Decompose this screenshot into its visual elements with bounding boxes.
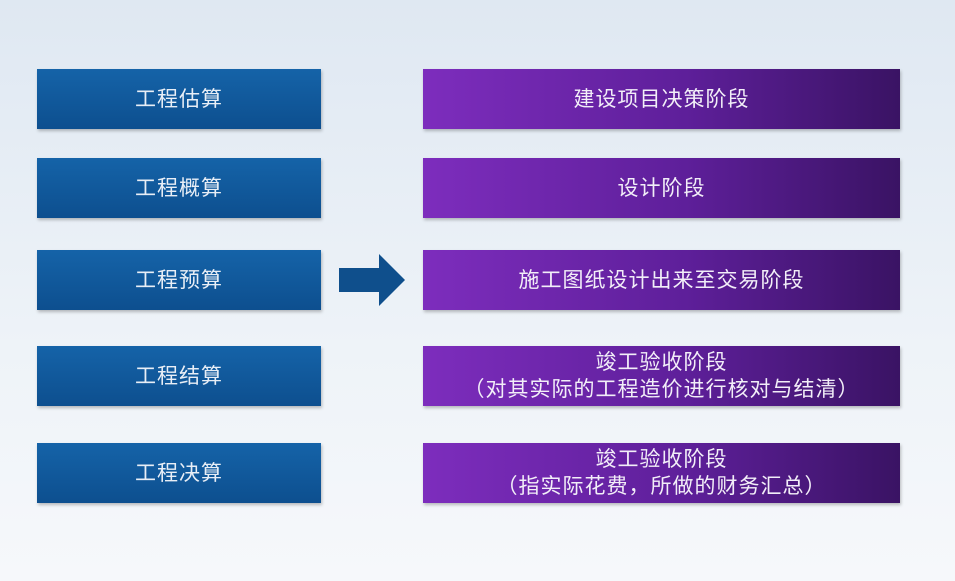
stage-completion-settlement: 竣工验收阶段 （对其实际的工程造价进行核对与结清） [423, 346, 900, 406]
stage-drawing-to-transaction: 施工图纸设计出来至交易阶段 [423, 250, 900, 310]
stage-decision: 建设项目决策阶段 [423, 69, 900, 129]
label: 工程决算 [135, 460, 223, 485]
label: 工程结算 [135, 363, 223, 388]
label: 工程估算 [135, 86, 223, 111]
cost-type-budget-estimate: 工程概算 [37, 158, 321, 218]
cost-type-final-accounts: 工程决算 [37, 443, 321, 503]
stage-line2: （对其实际的工程造价进行核对与结清） [463, 377, 860, 401]
stage-line1: 竣工验收阶段 [595, 350, 728, 374]
stage-line2: （指实际花费，所做的财务汇总） [496, 474, 827, 498]
stage-line1: 施工图纸设计出来至交易阶段 [518, 267, 805, 292]
stage-line1: 竣工验收阶段 [595, 447, 728, 471]
stage-line1: 建设项目决策阶段 [573, 86, 750, 111]
label: 工程预算 [135, 267, 223, 292]
stage-line1: 设计阶段 [617, 175, 706, 200]
label: 工程概算 [135, 175, 223, 200]
stage-completion-final: 竣工验收阶段 （指实际花费，所做的财务汇总） [423, 443, 900, 503]
stage-design: 设计阶段 [423, 158, 900, 218]
cost-type-estimate: 工程估算 [37, 69, 321, 129]
right-arrow-icon [339, 254, 405, 306]
cost-type-settlement: 工程结算 [37, 346, 321, 406]
cost-type-budget: 工程预算 [37, 250, 321, 310]
